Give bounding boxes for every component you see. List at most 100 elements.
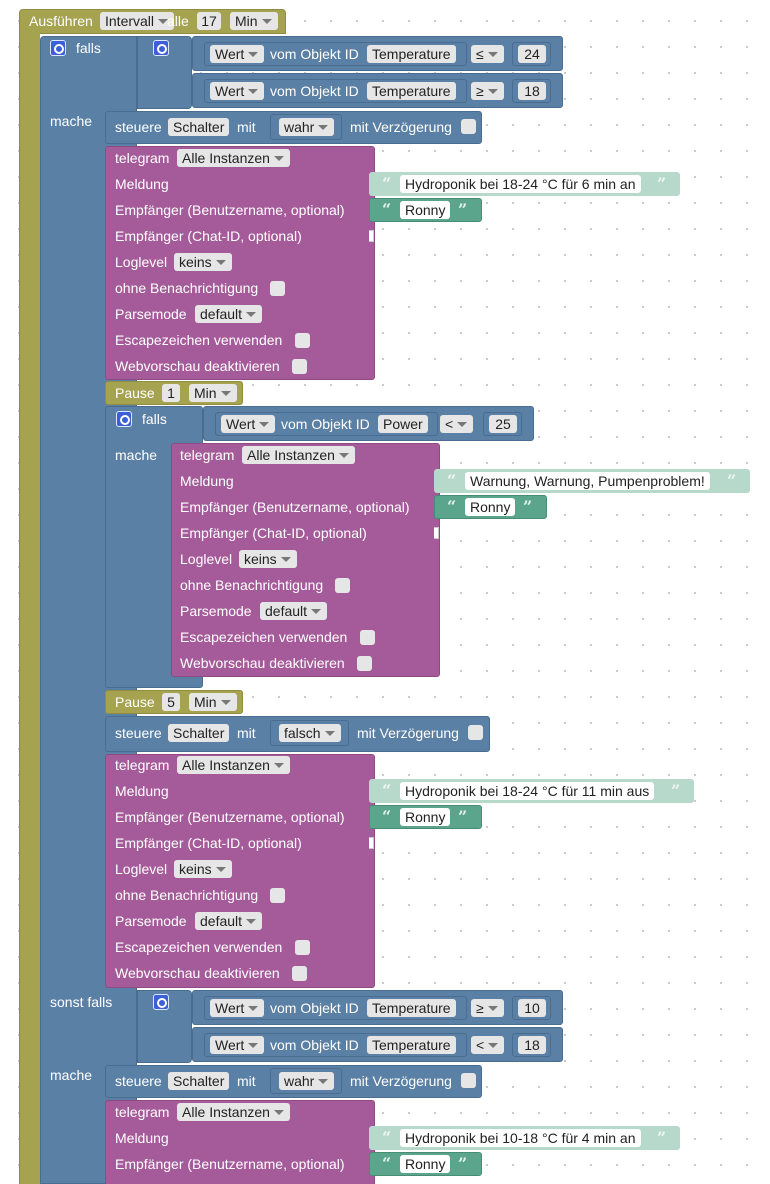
operator-dropdown[interactable]: <	[440, 415, 474, 433]
boolean-dropdown[interactable]: falsch	[279, 724, 341, 742]
instance-dropdown[interactable]: Alle Instanzen	[177, 1103, 290, 1121]
schedule-unit-dropdown[interactable]: Min	[230, 12, 278, 30]
silent-checkbox[interactable]	[270, 281, 285, 296]
escape-checkbox[interactable]	[295, 333, 310, 348]
escape-label: Escapezeichen verwenden	[115, 939, 283, 955]
pause-unit-dropdown[interactable]: Min	[189, 384, 237, 402]
loglevel-dropdown[interactable]: keins	[239, 550, 297, 568]
close-quote-icon: ”	[458, 200, 468, 219]
object-id-field[interactable]: Power	[378, 415, 428, 433]
value-dropdown[interactable]: Wert	[210, 45, 265, 63]
open-quote-icon: “	[382, 1154, 392, 1173]
close-quote-icon: ”	[657, 174, 667, 193]
recipient-chat-label: Empfänger (Chat-ID, optional)	[115, 835, 302, 851]
control-delay-label: mit Verzögerung	[350, 1073, 452, 1089]
telegram-block[interactable]	[105, 754, 375, 988]
recipient-text-field[interactable]: Ronny	[465, 498, 516, 516]
and-mutator-gear-icon[interactable]	[153, 40, 169, 56]
chat-id-socket[interactable]	[369, 837, 374, 849]
control-target-field[interactable]: Schalter	[168, 1072, 230, 1090]
value-dropdown[interactable]: Wert	[210, 82, 265, 100]
number-field[interactable]: 25	[489, 415, 517, 433]
object-id-label: vom Objekt ID	[270, 83, 359, 99]
inner-if-label: falls	[142, 411, 167, 427]
value-dropdown[interactable]: Wert	[210, 1036, 265, 1054]
instance-dropdown[interactable]: Alle Instanzen	[177, 756, 290, 774]
pause-value-input[interactable]: 5	[162, 693, 180, 711]
silent-checkbox[interactable]	[335, 578, 350, 593]
value-dropdown[interactable]: Wert	[221, 415, 276, 433]
object-id-field[interactable]: Temperature	[367, 45, 456, 63]
pause-label: Pause	[115, 694, 155, 710]
parsemode-dropdown[interactable]: default	[195, 305, 263, 323]
object-id-field[interactable]: Temperature	[367, 82, 456, 100]
chat-id-socket[interactable]	[369, 230, 374, 242]
control-delay-label: mit Verzögerung	[357, 725, 459, 741]
loglevel-dropdown[interactable]: keins	[174, 253, 232, 271]
schedule-block-spine	[19, 33, 40, 1184]
loglevel-dropdown[interactable]: keins	[174, 860, 232, 878]
recipient-text-field[interactable]: Ronny	[400, 1155, 451, 1173]
number-field[interactable]: 24	[518, 45, 546, 63]
parsemode-label: Parsemode	[115, 913, 187, 929]
object-id-field[interactable]: Temperature	[367, 999, 456, 1017]
escape-checkbox[interactable]	[360, 630, 375, 645]
parsemode-dropdown[interactable]: default	[195, 912, 263, 930]
recipient-text-field[interactable]: Ronny	[400, 808, 451, 826]
delay-checkbox[interactable]	[468, 725, 483, 740]
number-field[interactable]: 18	[518, 82, 546, 100]
control-with-label: mit	[237, 1073, 256, 1089]
delay-checkbox[interactable]	[461, 119, 476, 134]
instance-dropdown[interactable]: Alle Instanzen	[177, 149, 290, 167]
webpreview-label: Webvorschau deaktivieren	[180, 655, 345, 671]
message-text-field[interactable]: Warnung, Warnung, Pumpenproblem!	[465, 472, 710, 490]
close-quote-icon: ”	[523, 497, 533, 516]
recipient-user-label: Empfänger (Benutzername, optional)	[115, 202, 345, 218]
object-id-field[interactable]: Temperature	[367, 1036, 456, 1054]
object-id-label: vom Objekt ID	[281, 416, 370, 432]
pause-value-input[interactable]: 1	[162, 384, 180, 402]
message-text-field[interactable]: Hydroponik bei 18-24 °C für 11 min aus	[400, 782, 655, 800]
number-field[interactable]: 18	[518, 1036, 546, 1054]
parsemode-dropdown[interactable]: default	[260, 602, 328, 620]
loglevel-label: Loglevel	[115, 254, 168, 270]
control-target-field[interactable]: Schalter	[168, 724, 230, 742]
number-field[interactable]: 10	[518, 999, 546, 1017]
message-text-field[interactable]: Hydroponik bei 18-24 °C für 6 min an	[400, 175, 641, 193]
control-target-field[interactable]: Schalter	[168, 118, 230, 136]
webpreview-checkbox[interactable]	[292, 359, 307, 374]
recipient-text-field[interactable]: Ronny	[400, 201, 451, 219]
message-label: Meldung	[180, 473, 234, 489]
if-mutator-gear-icon[interactable]	[50, 40, 66, 56]
chat-id-socket[interactable]	[434, 527, 439, 539]
boolean-dropdown[interactable]: wahr	[279, 1072, 335, 1090]
operator-dropdown[interactable]: ≥	[471, 82, 504, 100]
and-mutator-gear-icon[interactable]	[153, 994, 169, 1010]
telegram-block[interactable]	[105, 146, 375, 380]
operator-dropdown[interactable]: <	[471, 1036, 505, 1054]
escape-checkbox[interactable]	[295, 940, 310, 955]
webpreview-checkbox[interactable]	[357, 656, 372, 671]
schedule-interval-input[interactable]: 17	[197, 12, 221, 30]
webpreview-checkbox[interactable]	[292, 966, 307, 981]
open-quote-icon: “	[382, 200, 392, 219]
do-label: mache	[50, 1067, 93, 1083]
telegram-block[interactable]	[171, 443, 440, 677]
pause-unit-dropdown[interactable]: Min	[189, 693, 237, 711]
telegram-title: telegram	[115, 757, 170, 773]
open-quote-icon: “	[382, 174, 392, 193]
message-text-field[interactable]: Hydroponik bei 10-18 °C für 4 min an	[400, 1129, 641, 1147]
control-label: steuere	[115, 1073, 162, 1089]
instance-dropdown[interactable]: Alle Instanzen	[242, 446, 355, 464]
parsemode-label: Parsemode	[180, 603, 252, 619]
telegram-title: telegram	[115, 150, 170, 166]
schedule-mode-dropdown[interactable]: Intervall	[100, 12, 175, 30]
delay-checkbox[interactable]	[461, 1073, 476, 1088]
recipient-chat-label: Empfänger (Chat-ID, optional)	[180, 525, 367, 541]
inner-if-mutator-gear-icon[interactable]	[116, 411, 132, 427]
operator-dropdown[interactable]: ≤	[471, 45, 504, 63]
boolean-dropdown[interactable]: wahr	[279, 118, 335, 136]
silent-checkbox[interactable]	[270, 888, 285, 903]
operator-dropdown[interactable]: ≥	[471, 999, 504, 1017]
value-dropdown[interactable]: Wert	[210, 999, 265, 1017]
